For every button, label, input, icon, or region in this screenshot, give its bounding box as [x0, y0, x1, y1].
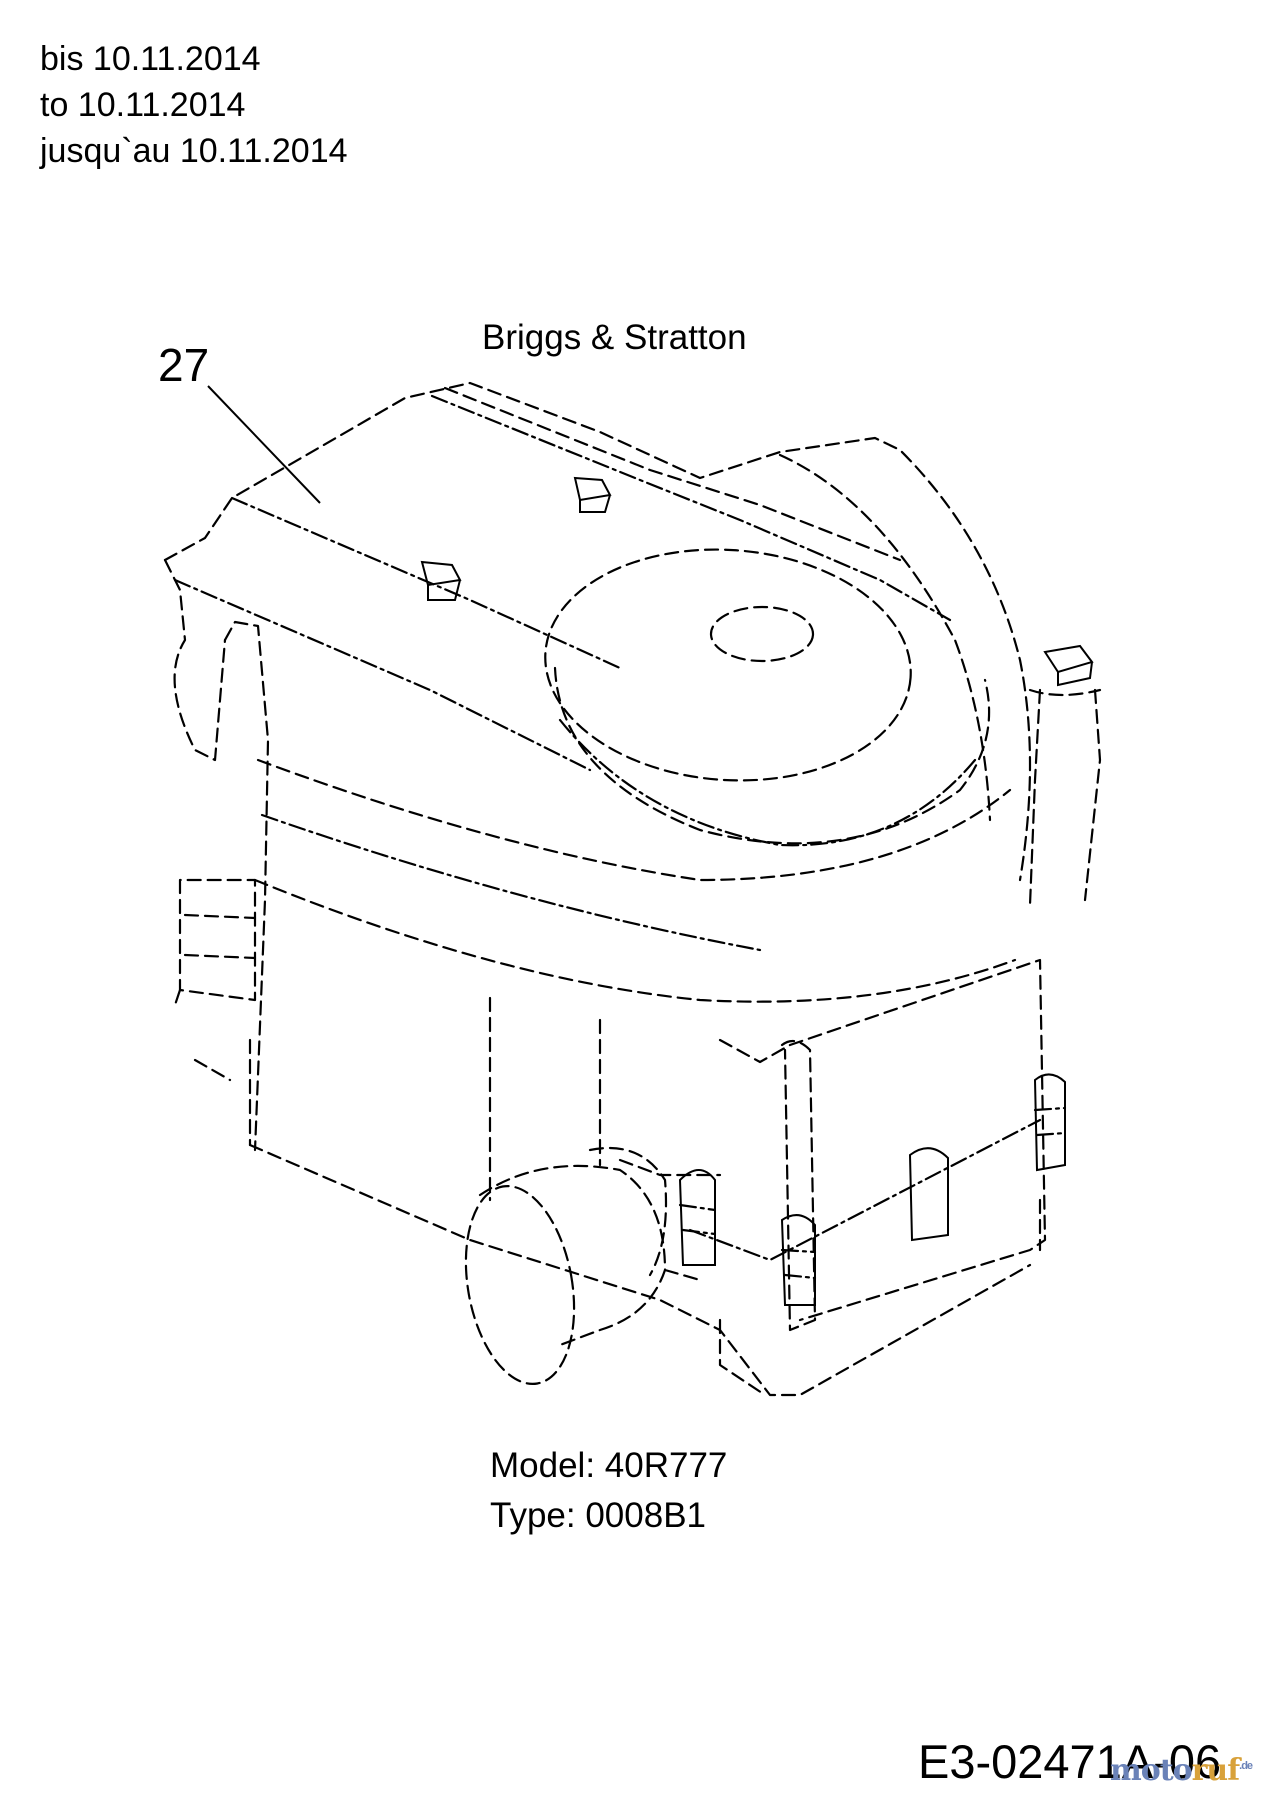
flywheel-top	[544, 548, 912, 782]
validity-date-block: bis 10.11.2014 to 10.11.2014 jusqu`au 10…	[40, 42, 348, 180]
oil-filter-mount	[618, 1158, 722, 1282]
callout-leader-line	[207, 385, 321, 504]
engine-brand-label: Briggs & Stratton	[482, 318, 747, 357]
site-watermark: motoruf.de	[1110, 1753, 1253, 1788]
date-line-french: jusqu`au 10.11.2014	[40, 132, 348, 170]
bolt-boss-far-right-band	[1033, 1106, 1067, 1137]
engine-shroud-curve	[778, 453, 992, 822]
engine-shroud-ridge	[430, 394, 952, 622]
cover-cap-left	[420, 560, 462, 601]
engine-body-band-lower	[260, 813, 762, 952]
engine-left-column	[223, 620, 270, 1152]
oil-filter-face	[464, 1185, 576, 1385]
drawing-code: E3-02471A-06	[918, 1735, 1222, 1788]
date-line-english: to 10.11.2014	[40, 86, 246, 124]
bolt-boss-right	[908, 1147, 949, 1242]
engine-left-housing	[163, 558, 227, 762]
model-label: Model: 40R777	[490, 1446, 728, 1485]
engine-body-band	[253, 878, 1017, 1003]
crankcase-bottom-inner	[718, 1198, 1042, 1397]
crankcase-right-wall	[718, 958, 1047, 1322]
oil-filter-body	[478, 1164, 667, 1347]
engine-left-lower	[193, 1038, 252, 1147]
bolt-boss-corner	[780, 1214, 816, 1306]
oil-filter-ring	[588, 1146, 668, 1277]
crankcase-bottom	[248, 1143, 1032, 1397]
flywheel-hub	[709, 605, 815, 663]
engine-body-band-top	[256, 758, 1012, 882]
cover-cap-right	[1043, 644, 1094, 687]
engine-left-panel-inner	[173, 913, 257, 1007]
dipstick-tube	[1028, 688, 1102, 907]
cover-cap-center	[573, 476, 612, 513]
date-line-german: bis 10.11.2014	[40, 40, 261, 78]
type-label: Type: 0008B1	[490, 1496, 706, 1535]
engine-left-panel	[178, 878, 257, 1002]
crankcase-corner-post	[780, 1039, 817, 1332]
flywheel-rim	[553, 666, 991, 845]
bolt-boss-front-left	[678, 1169, 716, 1266]
bolt-boss-far-right	[1033, 1073, 1066, 1172]
flywheel-rim-2	[558, 718, 977, 847]
engine-top-cover-inner	[173, 496, 622, 772]
engine-shroud-ridge-2	[443, 386, 902, 562]
crankcase-seam	[688, 1118, 1042, 1262]
engine-top-cover	[163, 381, 1032, 882]
bolt-boss-front-left-band	[678, 1203, 717, 1236]
part-callout-number: 27	[158, 339, 210, 391]
bolt-boss-corner-band	[780, 1248, 817, 1280]
